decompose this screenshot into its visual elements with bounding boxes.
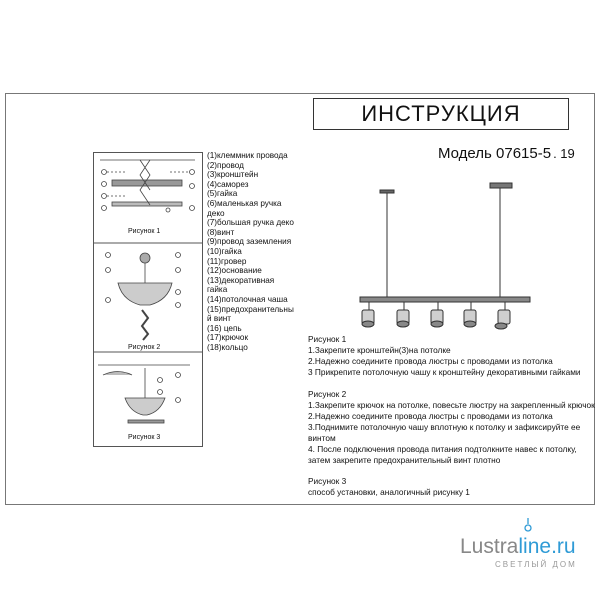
parts-list-item: (13)декоративная bbox=[207, 275, 275, 285]
instruction-line: 1.Закрепите крючок на потолке, повесьте … bbox=[308, 400, 595, 410]
instruction-line: способ установки, аналогичный рисунку 1 bbox=[308, 487, 470, 497]
model-suffix: . 19 bbox=[553, 146, 575, 161]
parts-list: (1)клеммник провода (2)провод (3)кронште… bbox=[207, 151, 307, 352]
parts-list-item: гайка bbox=[207, 285, 228, 295]
assembly-figures-panel bbox=[93, 152, 203, 447]
spotlight-1 bbox=[361, 302, 375, 328]
parts-list-item: (12)основание bbox=[207, 266, 262, 276]
figure-2-drawing bbox=[105, 252, 181, 341]
brand-tagline: СВЕТЛЫЙ ДОМ bbox=[495, 560, 577, 569]
instruction-line: Рисунок 2 bbox=[308, 389, 347, 399]
model-number: Модель 07615-5. 19 bbox=[438, 145, 575, 162]
spotlight-2 bbox=[396, 302, 410, 328]
instruction-line: Рисунок 1 bbox=[308, 334, 347, 344]
parts-list-item: (15)предохранительны bbox=[207, 304, 294, 314]
parts-list-item: деко bbox=[207, 208, 225, 218]
parts-list-item: (4)саморез bbox=[207, 179, 249, 189]
parts-list-item: (14)потолочная чаша bbox=[207, 294, 288, 304]
figure-2-label: Рисунок 2 bbox=[128, 344, 161, 351]
instruction-line: 3.Поднимите потолочную чашу вплотную к п… bbox=[308, 422, 581, 432]
parts-list-item: (8)винт bbox=[207, 227, 235, 237]
parts-list-item: (17)крючок bbox=[207, 333, 249, 343]
title-box: ИНСТРУКЦИЯ bbox=[313, 98, 569, 130]
parts-list-item: (10)гайка bbox=[207, 246, 242, 256]
instruction-line: Рисунок 3 bbox=[308, 476, 347, 486]
instruction-line: 1.Закрепите кронштейн(3)на потолке bbox=[308, 345, 451, 355]
figure-3-drawing bbox=[98, 364, 190, 424]
parts-list-item: (9)провод заземления bbox=[207, 237, 292, 247]
model-label: Модель 07615-5 bbox=[438, 145, 552, 162]
instruction-line: винтом bbox=[308, 433, 336, 443]
parts-list-item: (7)большая ручка деко bbox=[207, 218, 294, 228]
parts-list-item: (1)клеммник провода bbox=[207, 151, 288, 160]
parts-list-item: (16) цепь bbox=[207, 323, 242, 333]
bulb-icon bbox=[524, 518, 532, 532]
figure-1-label: Рисунок 1 bbox=[128, 228, 161, 235]
parts-list-item: (18)кольцо bbox=[207, 342, 248, 352]
spotlight-4 bbox=[463, 302, 477, 328]
parts-list-item: (5)гайка bbox=[207, 189, 238, 199]
instructions-figure-3: Рисунок 3 способ установки, аналогичный … bbox=[308, 476, 470, 498]
instruction-line: 4. После подключения провода питания под… bbox=[308, 444, 577, 454]
instruction-line: 3 Прикрепите потолочную чашу к кронштейн… bbox=[308, 367, 581, 377]
brand-main: Lustra bbox=[460, 535, 519, 558]
instructions-figure-2: Рисунок 2 1.Закрепите крючок на потолке,… bbox=[308, 389, 595, 466]
instruction-line: 2.Надежно соедините провода люстры с про… bbox=[308, 411, 553, 421]
instruction-sheet bbox=[5, 93, 595, 505]
figure-3-label: Рисунок 3 bbox=[128, 434, 161, 441]
instruction-line: затем закрепите предохранительный винт п… bbox=[308, 455, 501, 465]
brand-accent: line.ru bbox=[518, 535, 576, 558]
instruction-line: 2.Надежно соедините провода люстры с про… bbox=[308, 356, 553, 366]
parts-list-item: (3)кронштейн bbox=[207, 170, 259, 180]
instructions-figure-1: Рисунок 1 1.Закрепите кронштейн(3)на пот… bbox=[308, 334, 581, 378]
figure-1-drawing bbox=[100, 159, 195, 213]
parts-list-item: (6)маленькая ручка bbox=[207, 198, 282, 208]
spotlight-3 bbox=[430, 302, 444, 328]
page-title: ИНСТРУКЦИЯ bbox=[361, 101, 521, 126]
brand-logo: Lustraline.ru bbox=[460, 535, 576, 559]
spotlight-5 bbox=[494, 302, 511, 330]
parts-list-item: (2)провод bbox=[207, 160, 244, 170]
parts-list-item: (11)гровер bbox=[207, 256, 247, 266]
parts-list-item: й винт bbox=[207, 314, 232, 324]
chandelier-drawing bbox=[359, 182, 531, 330]
